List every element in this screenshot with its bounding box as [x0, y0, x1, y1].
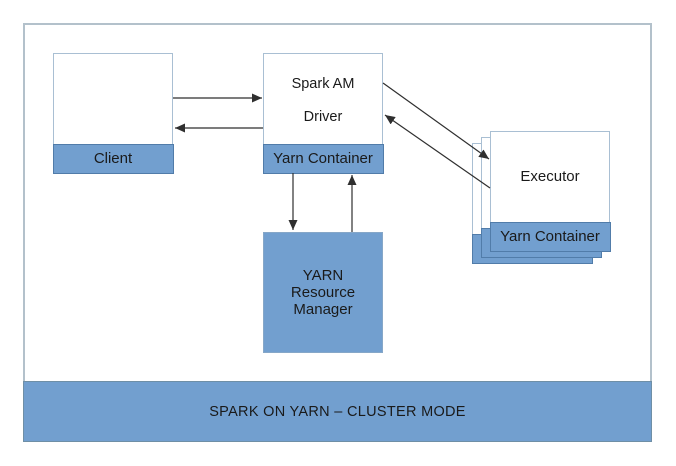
- title-banner-label: SPARK ON YARN – CLUSTER MODE: [209, 403, 466, 420]
- spark-am-label: Spark AM: [291, 76, 355, 92]
- driver-label: Driver: [303, 109, 343, 125]
- spark-am-yarn-container-bar: Yarn Container: [262, 143, 384, 174]
- client-label: Client: [93, 150, 133, 167]
- executor-yarn-container-bar: Yarn Container: [489, 221, 611, 252]
- yarn-resource-manager-node: YARN Resource Manager: [263, 232, 383, 353]
- executor-label: Executor: [520, 168, 580, 185]
- client-label-bar: Client: [52, 143, 174, 174]
- spark-am-node: Spark AM Driver Yarn Container: [262, 53, 384, 174]
- rm-line2: Resource: [290, 284, 356, 301]
- yarn-resource-manager-label: YARN Resource Manager: [291, 267, 355, 318]
- executor-yarn-container-label: Yarn Container: [500, 228, 600, 245]
- client-node: Client: [52, 53, 174, 174]
- executor-node-front: Executor Yarn Container: [489, 131, 611, 252]
- rm-line3: Manager: [293, 301, 353, 318]
- spark-am-yarn-container-label: Yarn Container: [273, 150, 373, 167]
- title-banner: SPARK ON YARN – CLUSTER MODE: [23, 381, 652, 442]
- rm-line1: YARN: [302, 267, 344, 284]
